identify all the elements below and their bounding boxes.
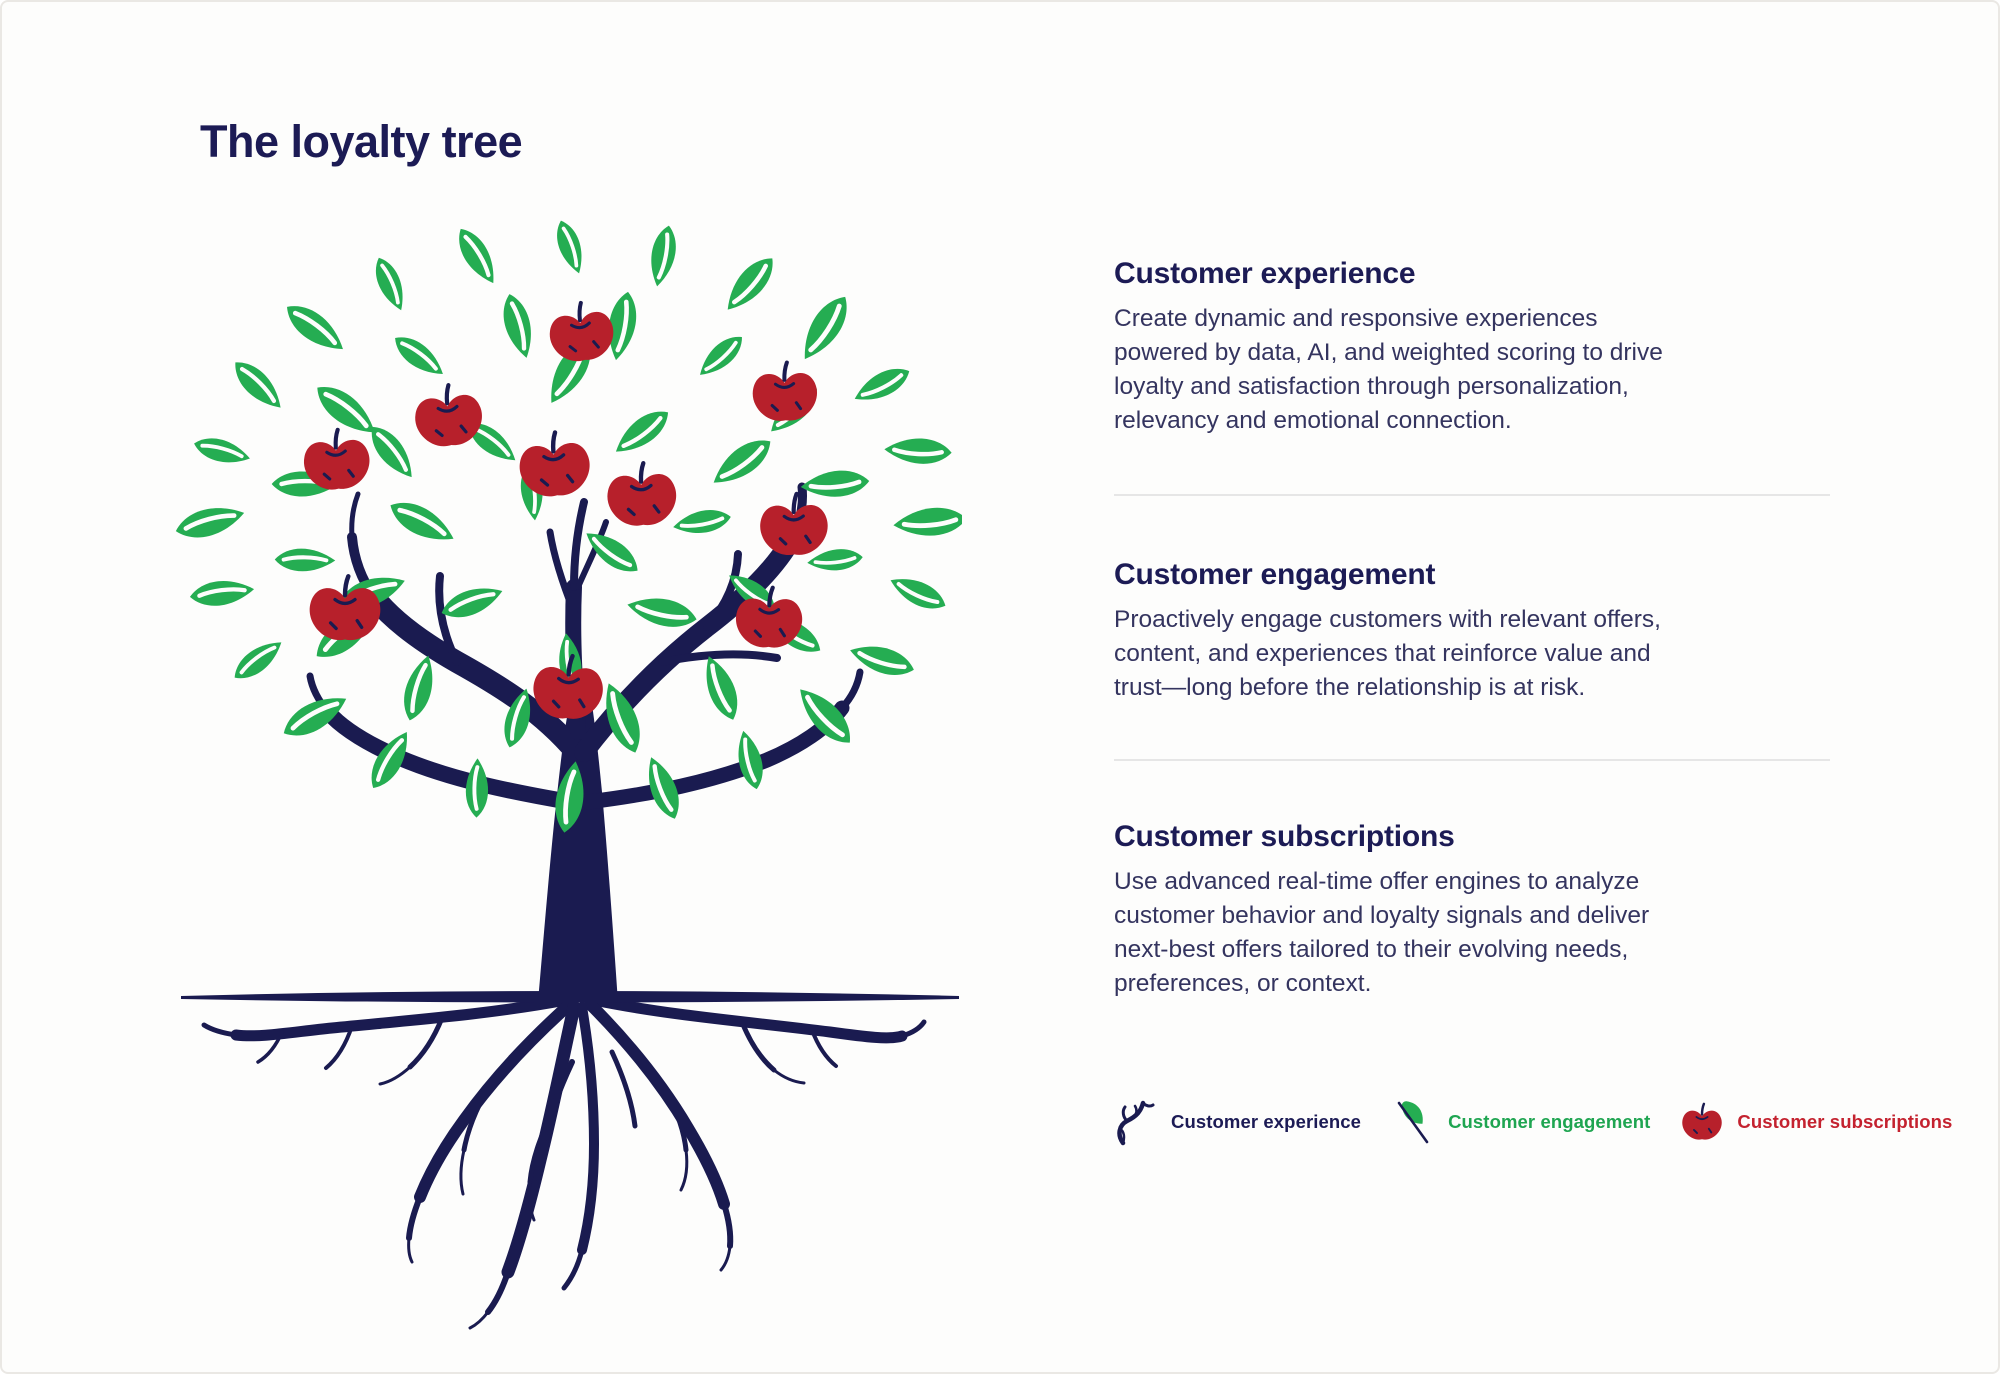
section-customer-subscriptions: Customer subscriptions Use advanced real…	[1114, 820, 1844, 1001]
section-heading: Customer engagement	[1114, 558, 1436, 591]
legend-item-customer-subscriptions: Customer subscriptions	[1680, 1098, 1952, 1146]
tree-trunk-and-branches	[306, 482, 864, 1002]
section-body: Proactively engage customers with releva…	[1114, 606, 1661, 701]
apple-icon	[1681, 1102, 1724, 1141]
section-customer-engagement: Customer engagement Proactively engage c…	[1114, 558, 1844, 705]
legend-item-customer-engagement: Customer engagement	[1391, 1098, 1650, 1146]
legend-item-customer-experience: Customer experience	[1114, 1098, 1361, 1146]
page-title: The loyalty tree	[200, 116, 523, 167]
leaf-icon	[1397, 1101, 1429, 1144]
roots-icon	[1117, 1100, 1155, 1146]
divider	[1114, 494, 1830, 496]
section-customer-experience: Customer experience Create dynamic and r…	[1114, 257, 1844, 438]
section-body: Use advanced real-time offer engines to …	[1114, 868, 1650, 997]
legend: Customer experience Customer engagement …	[1114, 1096, 1952, 1148]
legend-label: Customer engagement	[1448, 1111, 1651, 1132]
section-body: Create dynamic and responsive experience…	[1114, 305, 1663, 434]
tree-roots	[201, 994, 927, 1330]
legend-label: Customer subscriptions	[1737, 1111, 1953, 1132]
section-heading: Customer experience	[1114, 257, 1416, 290]
section-heading: Customer subscriptions	[1114, 820, 1455, 853]
divider	[1114, 759, 1830, 761]
legend-label: Customer experience	[1171, 1111, 1362, 1132]
loyalty-tree-illustration	[142, 192, 962, 1342]
